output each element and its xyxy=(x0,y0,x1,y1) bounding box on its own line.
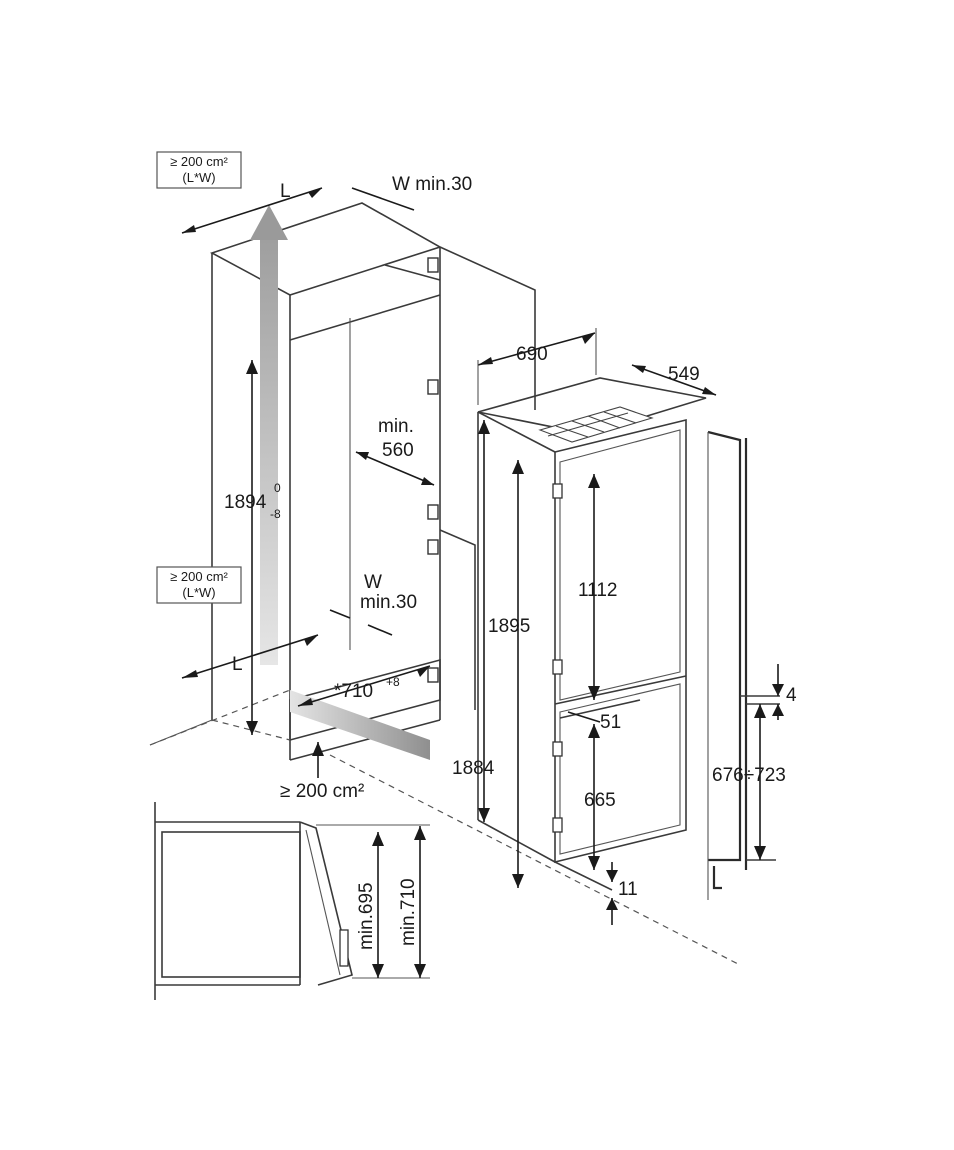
dim-vent-bottom: ≥ 200 cm² xyxy=(280,742,364,802)
svg-text:560: 560 xyxy=(382,440,414,461)
airflow-in-arrow xyxy=(290,690,430,760)
svg-text:L: L xyxy=(232,654,243,675)
svg-text:≥ 200 cm²: ≥ 200 cm² xyxy=(280,781,364,802)
svg-text:665: 665 xyxy=(584,790,616,811)
dim-top-L: L xyxy=(181,181,323,234)
dim-mid-W: W min.30 xyxy=(329,572,417,636)
svg-text:1884: 1884 xyxy=(452,758,495,779)
dim-gap-4: 4 xyxy=(772,664,797,720)
svg-text:min.: min. xyxy=(378,416,414,437)
dim-width-690: 690 xyxy=(477,328,597,405)
dim-height-665: 665 xyxy=(584,724,616,870)
svg-text:1895: 1895 xyxy=(488,616,530,637)
svg-text:1112: 1112 xyxy=(578,580,617,601)
dim-min-695: min.695 xyxy=(356,832,384,978)
hinge-icon xyxy=(427,257,439,683)
airflow-up-arrow xyxy=(250,205,288,665)
svg-text:676÷723: 676÷723 xyxy=(712,765,786,786)
vent-top-box: ≥ 200 cm² (L*W) xyxy=(156,151,242,189)
svg-text:0: 0 xyxy=(274,481,281,495)
dim-min-560: min. 560 xyxy=(355,416,435,486)
dim-height-1884: 1884 xyxy=(452,420,495,822)
svg-text:51: 51 xyxy=(600,712,621,733)
dim-bottom-L: L xyxy=(181,634,319,679)
svg-text:W: W xyxy=(364,572,382,593)
svg-text:min.695: min.695 xyxy=(356,882,377,950)
svg-text:≥ 200 cm²: ≥ 200 cm² xyxy=(170,154,228,169)
door-handle-icon xyxy=(339,929,349,967)
svg-text:(L*W): (L*W) xyxy=(182,585,215,600)
dim-depth-710: *710 +8 xyxy=(297,665,431,707)
svg-text:*710: *710 xyxy=(334,681,373,702)
svg-text:11: 11 xyxy=(618,879,638,900)
svg-text:-8: -8 xyxy=(270,507,281,521)
side-section xyxy=(154,802,430,1000)
dim-top-W: W min.30 xyxy=(351,174,472,211)
svg-text:690: 690 xyxy=(516,344,548,365)
svg-text:4: 4 xyxy=(786,685,797,706)
dim-height-1112: 1112 xyxy=(578,474,617,700)
svg-text:min.710: min.710 xyxy=(398,878,419,946)
svg-text:≥ 200 cm²: ≥ 200 cm² xyxy=(170,569,228,584)
svg-text:1894: 1894 xyxy=(224,492,267,513)
dim-range-676-723: 676÷723 xyxy=(712,704,786,860)
svg-text:+8: +8 xyxy=(386,675,400,689)
appliance-body xyxy=(477,377,707,891)
svg-text:(L*W): (L*W) xyxy=(182,170,215,185)
svg-text:min.30: min.30 xyxy=(360,592,417,613)
svg-text:W min.30: W min.30 xyxy=(392,174,472,195)
dim-gap-11: 11 xyxy=(606,862,638,925)
dim-gap-51: 51 xyxy=(567,711,621,733)
dim-depth-549: 549 xyxy=(631,364,717,396)
dim-height-1895: 1895 xyxy=(488,460,530,888)
ventilation-grille xyxy=(538,406,654,443)
door-profile xyxy=(707,430,780,900)
door-hinge-icon xyxy=(552,483,563,833)
vent-mid-box: ≥ 200 cm² (L*W) xyxy=(156,566,242,604)
svg-text:549: 549 xyxy=(668,364,700,385)
dim-height-1894: 1894 0 -8 xyxy=(224,360,281,735)
dim-min-710: min.710 xyxy=(398,826,426,978)
svg-text:L: L xyxy=(280,181,291,202)
